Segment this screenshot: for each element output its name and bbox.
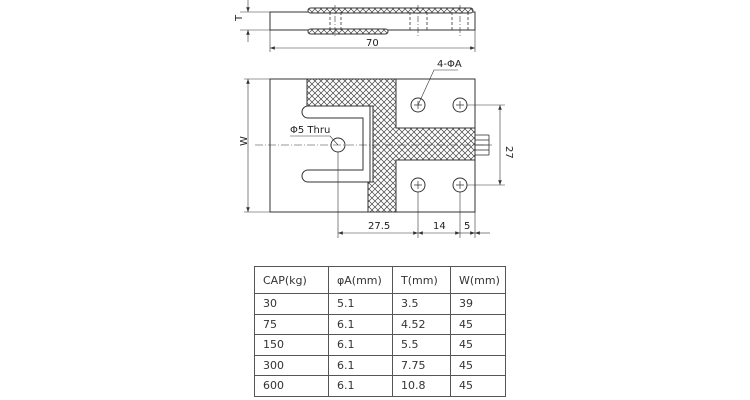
dim-bottom-3: 5 (464, 221, 470, 232)
cell: 6.1 (328, 313, 393, 335)
cell: 45 (450, 354, 506, 376)
cell: 10.8 (392, 375, 451, 397)
cell: 30 (254, 293, 329, 315)
header-cap: CAP(kg) (254, 266, 329, 294)
cell: 600 (254, 375, 329, 397)
cell: 75 (254, 313, 329, 335)
cell: 5.1 (328, 293, 393, 315)
cell: 6.1 (328, 375, 393, 397)
center-hole-label: Φ5 Thru (290, 125, 330, 136)
cell: 5.5 (392, 334, 451, 356)
cell: 7.75 (392, 354, 451, 376)
dim-hole-spacing-label: 27 (503, 146, 514, 159)
cell: 3.5 (392, 293, 451, 315)
side-view (240, 0, 476, 52)
cell: 150 (254, 334, 329, 356)
cell: 6.1 (328, 334, 393, 356)
dim-length-label: 70 (366, 38, 379, 49)
cell: 300 (254, 354, 329, 376)
dim-width-label: W (239, 136, 250, 146)
cell: 45 (450, 334, 506, 356)
cell: 45 (450, 313, 506, 335)
dim-bottom-2: 14 (433, 221, 446, 232)
table-header-row: CAP(kg) φA(mm) T(mm) W(mm) (254, 266, 506, 294)
cell: 45 (450, 375, 506, 397)
cell: 39 (450, 293, 506, 315)
cell: 6.1 (328, 354, 393, 376)
top-view (244, 69, 505, 238)
header-phi-a: φA(mm) (328, 266, 393, 294)
dim-thickness-label: T (234, 14, 245, 22)
header-w: W(mm) (450, 266, 506, 294)
mount-holes-label: 4-ΦA (437, 59, 462, 70)
cell: 4.52 (392, 313, 451, 335)
dim-bottom-1: 27.5 (368, 221, 390, 232)
header-t: T(mm) (392, 266, 451, 294)
